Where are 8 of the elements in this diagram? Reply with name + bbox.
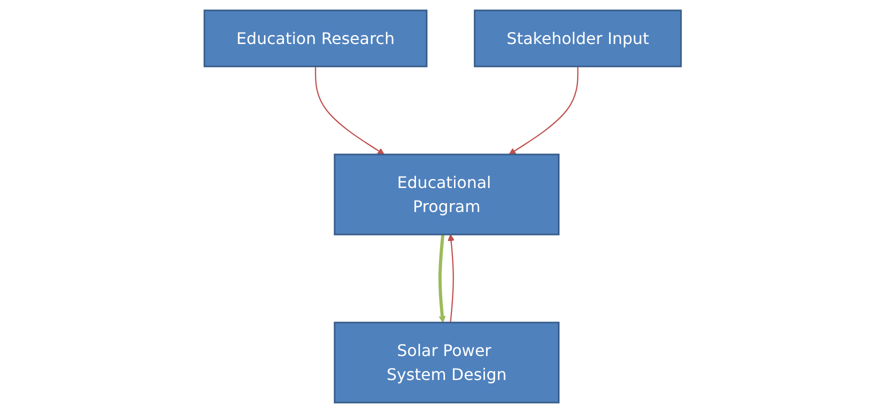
node-box: Solar Power System Design	[334, 322, 560, 404]
arrow	[508, 66, 578, 155]
node-box: Education Research	[203, 10, 428, 68]
arrow	[438, 234, 446, 323]
arrow	[447, 234, 454, 323]
arrow	[314, 66, 384, 155]
node-box: Educational Program	[334, 154, 560, 236]
node-box: Stakeholder Input	[474, 10, 682, 68]
